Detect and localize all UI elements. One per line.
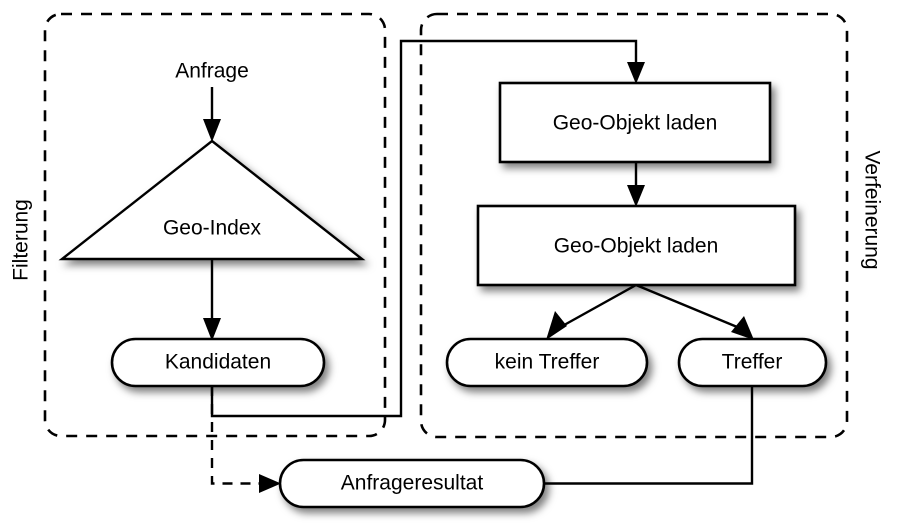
node-kein-treffer (445, 337, 649, 388)
node-anfrageresultat-label: Anfrageresultat (341, 472, 484, 495)
kein-treffer-shape (445, 337, 649, 388)
node-treffer-label: Treffer (722, 351, 783, 374)
geo-objekt-laden-2-shape (476, 204, 797, 287)
group-filterung: Filterung (10, 12, 387, 438)
node-geo-objekt-laden-2 (476, 204, 797, 287)
node-anfrage: Anfrage (175, 60, 249, 83)
edge-geoindex-to-kandidaten (203, 259, 221, 341)
arrowhead-into-geoobjektladen2 (627, 185, 645, 207)
node-kein-treffer-label: kein Treffer (495, 351, 600, 374)
group-filterung-box (43, 12, 387, 438)
node-geo-index-label: Geo-Index (163, 217, 262, 240)
node-geo-index (58, 139, 366, 261)
node-geo-objekt-laden-2-label: Geo-Objekt laden (554, 235, 719, 258)
arrowhead-into-keintreffer (546, 311, 567, 340)
geo-index-triangle-shape (58, 139, 366, 261)
arrowhead-into-geoobjektladen1 (627, 62, 645, 84)
group-verfeinerung-label: Verfeinerung (860, 150, 883, 269)
node-anfrageresultat (278, 458, 546, 509)
edge-treffer-to-anfrageresultat (545, 386, 754, 485)
group-verfeinerung-box (419, 12, 849, 439)
edge-geoobjektladen2-to-keintreffer (546, 283, 637, 340)
edge-kandidaten-to-anfrageresultat (210, 386, 281, 493)
node-kandidaten (110, 337, 326, 388)
arrowhead-into-anfrageresultat (259, 474, 281, 493)
geo-objekt-laden-1-shape (498, 81, 772, 164)
edge-anfrage-to-geoindex (203, 87, 221, 142)
anfrageresultat-shape (278, 458, 546, 509)
kandidaten-shape (110, 337, 326, 388)
node-kandidaten-label: Kandidaten (165, 351, 271, 374)
node-treffer (677, 337, 828, 388)
node-geo-objekt-laden-1 (498, 81, 772, 164)
group-filterung-label: Filterung (10, 199, 33, 281)
node-geo-objekt-laden-1-label: Geo-Objekt laden (553, 112, 718, 135)
group-verfeinerung: Verfeinerung (419, 12, 883, 439)
arrowhead-into-geoindex (203, 119, 221, 142)
edge-geoobjektladen1-to-geoobjektladen2 (627, 162, 645, 207)
arrowhead-into-kandidaten (203, 318, 221, 341)
treffer-shape (677, 337, 828, 388)
arrowhead-into-treffer (731, 316, 754, 340)
edge-geoobjektladen2-to-treffer (635, 283, 754, 340)
